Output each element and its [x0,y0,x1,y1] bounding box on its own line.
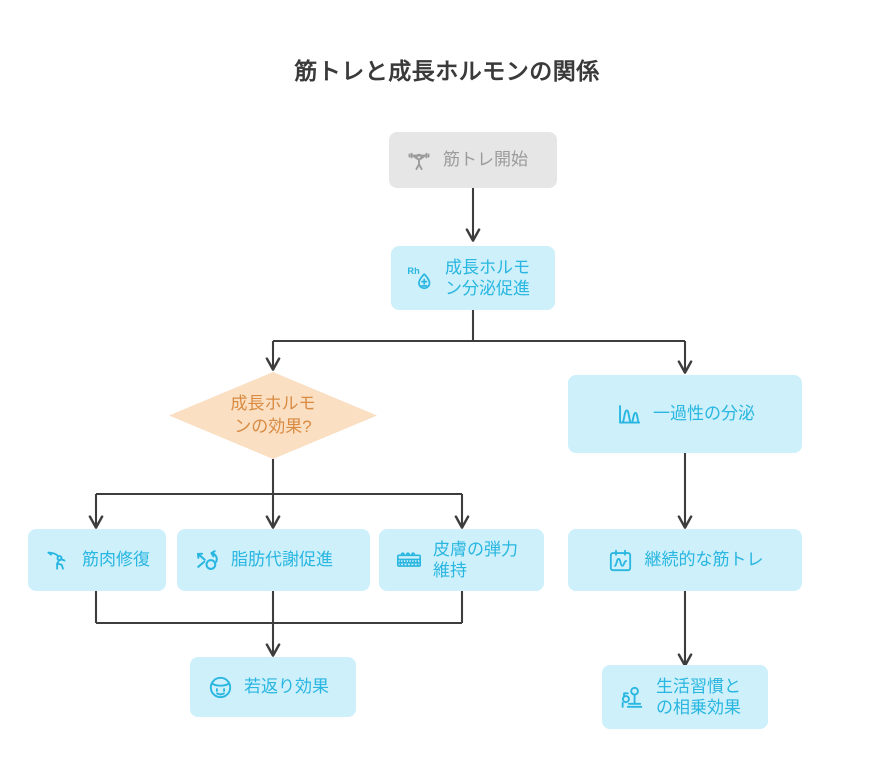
skin-layers-icon [395,546,423,574]
node-skin-elasticity[interactable]: 皮膚の弾力 維持 [379,529,544,591]
svg-text:Rh: Rh [407,266,420,276]
node-skin-elasticity-label: 皮膚の弾力 維持 [433,539,518,580]
node-muscle-repair[interactable]: 筋肉修復 [28,529,166,591]
weightlifter-icon [405,146,433,174]
node-lifestyle-synergy[interactable]: 生活習慣と の相乗効果 [602,665,768,729]
node-fat-metabolism[interactable]: 脂肪代謝促進 [177,529,370,591]
node-continuous-training-label: 継続的な筋トレ [644,550,764,570]
face-mask-icon [206,673,234,701]
node-decision-effect[interactable]: 成長ホルモ ンの効果? [169,372,377,459]
node-start[interactable]: 筋トレ開始 [389,132,557,188]
node-rejuvenation[interactable]: 若返り効果 [190,657,356,717]
node-rejuvenation-label: 若返り効果 [244,677,329,697]
node-decision-effect-label: 成長ホルモ ンの効果? [230,394,316,436]
node-continuous-training[interactable]: 継続的な筋トレ [568,529,802,591]
stretching-person-icon [44,546,72,574]
node-growth-hormone-label: 成長ホルモ ン分泌促進 [445,257,530,298]
node-start-label: 筋トレ開始 [443,150,528,170]
page-title: 筋トレと成長ホルモンの関係 [294,58,600,84]
node-transient-secretion-label: 一過性の分泌 [653,404,755,424]
node-transient-secretion[interactable]: 一過性の分泌 [568,375,802,453]
node-lifestyle-synergy-label: 生活習慣と の相乗効果 [656,676,741,717]
metabolism-arrows-icon [193,546,221,574]
lifestyle-scale-icon [618,683,646,711]
node-fat-metabolism-label: 脂肪代謝促進 [231,550,333,570]
node-growth-hormone[interactable]: Rh 成長ホルモ ン分泌促進 [391,246,555,310]
calendar-activity-icon [607,546,635,574]
node-muscle-repair-label: 筋肉修復 [82,550,150,570]
peak-chart-icon [615,400,643,428]
blood-drop-rh-icon: Rh [407,264,435,292]
